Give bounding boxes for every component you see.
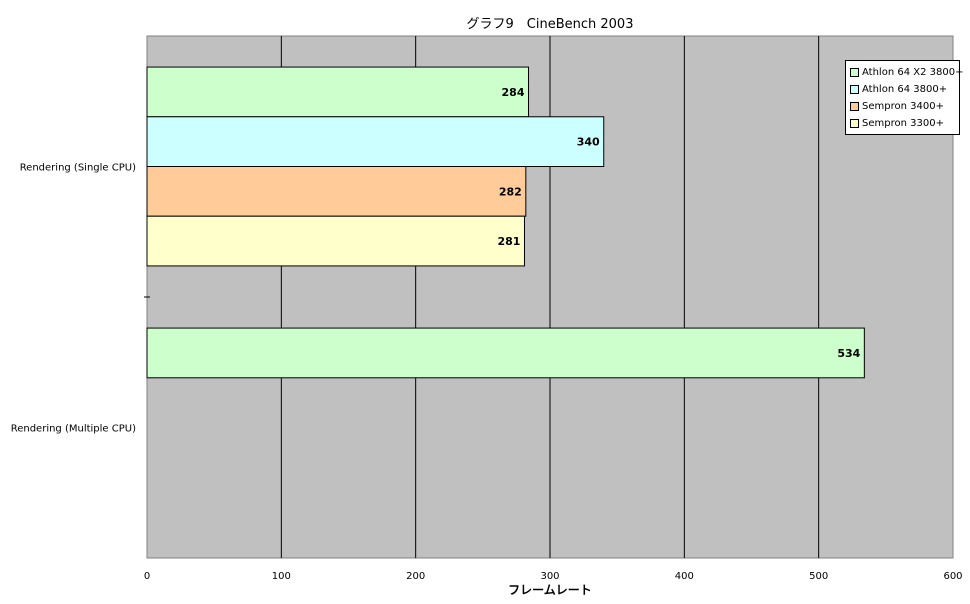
legend-item: Athlon 64 3800+ <box>850 81 959 98</box>
legend-item: Athlon 64 X2 3800+ <box>850 64 963 81</box>
legend-item: Sempron 3400+ <box>850 98 959 115</box>
x-tick-label: 0 <box>144 571 150 582</box>
legend: Athlon 64 X2 3800+ Athlon 64 3800+ Sempron… <box>845 60 963 135</box>
x-tick-label: 500 <box>809 571 828 582</box>
x-tick-label: 200 <box>406 571 425 582</box>
bar <box>146 327 865 379</box>
legend-label: Sempron 3300+ <box>862 118 944 129</box>
category-label: Rendering (Multiple CPU) <box>11 424 136 435</box>
bars <box>146 66 865 379</box>
legend-label: Athlon 64 3800+ <box>862 84 948 95</box>
x-tick-label: 300 <box>540 571 559 582</box>
chart-title: グラフ9 CineBench 2003 <box>466 17 634 32</box>
legend-swatch <box>850 85 859 94</box>
bar-value-label: 340 <box>577 136 600 149</box>
legend-swatch <box>850 68 859 77</box>
bar <box>146 166 527 217</box>
x-tick-label: 600 <box>943 571 962 582</box>
legend-swatch <box>850 102 859 111</box>
x-tick-label: 100 <box>272 571 291 582</box>
x-tick-label: 400 <box>675 571 694 582</box>
bar-value-label: 534 <box>837 347 860 360</box>
bar-value-label: 281 <box>498 235 521 248</box>
legend-item: Sempron 3300+ <box>850 115 959 132</box>
value-labels: 284 340 282 281 534 <box>498 86 861 360</box>
x-tick-labels: 0 100 200 300 400 500 600 <box>144 571 963 582</box>
legend-label: Sempron 3400+ <box>862 101 944 112</box>
legend-label: Athlon 64 X2 3800+ <box>862 67 964 78</box>
x-axis-label: フレームレート <box>508 583 592 597</box>
category-labels: Rendering (Single CPU) Rendering (Multipl… <box>11 163 136 435</box>
bar-value-label: 284 <box>502 86 525 99</box>
legend-swatch <box>850 119 859 128</box>
bar-value-label: 282 <box>499 185 522 198</box>
bar <box>146 116 605 167</box>
bar <box>146 66 530 118</box>
category-label: Rendering (Single CPU) <box>20 163 136 174</box>
bar <box>146 215 525 267</box>
